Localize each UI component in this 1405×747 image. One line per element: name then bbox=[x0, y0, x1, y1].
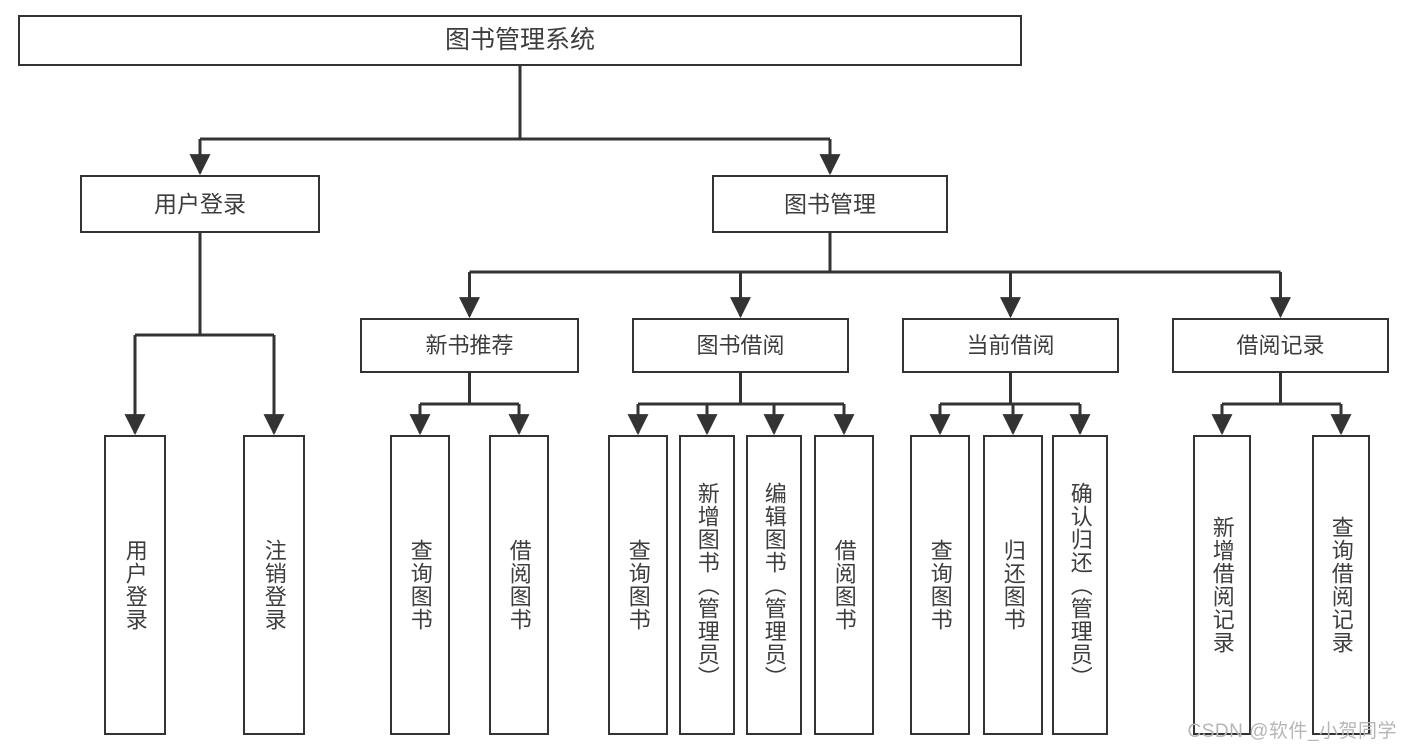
node-label: 归还图书 bbox=[1000, 539, 1026, 631]
node-label: 编辑图书（管理员） bbox=[761, 481, 787, 689]
node-label: 注销登录 bbox=[261, 539, 287, 631]
node-leaf-query-book-1[interactable]: 查询图书 bbox=[390, 435, 450, 735]
node-book-management[interactable]: 图书管理 bbox=[712, 175, 948, 233]
node-leaf-add-borrow-record[interactable]: 新增借阅记录 bbox=[1193, 435, 1251, 735]
node-current-borrow[interactable]: 当前借阅 bbox=[902, 318, 1119, 373]
node-leaf-query-book-3[interactable]: 查询图书 bbox=[910, 435, 970, 735]
node-borrow-record[interactable]: 借阅记录 bbox=[1172, 318, 1389, 373]
node-new-book-recommend[interactable]: 新书推荐 bbox=[360, 318, 579, 373]
edge-paths bbox=[124, 66, 1352, 436]
node-label: 图书借阅 bbox=[696, 332, 785, 358]
node-label: 确认归还（管理员） bbox=[1067, 481, 1093, 689]
node-book-borrow[interactable]: 图书借阅 bbox=[632, 318, 849, 373]
node-leaf-return-book[interactable]: 归还图书 bbox=[983, 435, 1043, 735]
node-label: 当前借阅 bbox=[966, 332, 1055, 358]
node-label: 新增图书（管理员） bbox=[694, 481, 720, 689]
node-label: 借阅图书 bbox=[831, 539, 857, 631]
node-label: 借阅记录 bbox=[1236, 332, 1325, 358]
node-user-login[interactable]: 用户登录 bbox=[80, 175, 320, 233]
node-leaf-borrow-book-1[interactable]: 借阅图书 bbox=[489, 435, 549, 735]
node-leaf-query-borrow-record[interactable]: 查询借阅记录 bbox=[1312, 435, 1370, 735]
node-label: 用户登录 bbox=[122, 539, 148, 631]
node-label: 新书推荐 bbox=[425, 332, 514, 358]
node-leaf-add-book-admin[interactable]: 新增图书（管理员） bbox=[679, 435, 735, 735]
node-label: 借阅图书 bbox=[506, 539, 532, 631]
node-leaf-confirm-return-admin[interactable]: 确认归还（管理员） bbox=[1052, 435, 1108, 735]
node-label: 新增借阅记录 bbox=[1209, 516, 1235, 654]
node-label: 图书管理系统 bbox=[444, 25, 595, 54]
node-root[interactable]: 图书管理系统 bbox=[18, 15, 1022, 66]
node-label: 查询借阅记录 bbox=[1328, 516, 1354, 654]
node-leaf-borrow-book-2[interactable]: 借阅图书 bbox=[814, 435, 874, 735]
node-label: 查询图书 bbox=[407, 539, 433, 631]
node-leaf-query-book-2[interactable]: 查询图书 bbox=[608, 435, 668, 735]
node-label: 用户登录 bbox=[154, 190, 246, 217]
node-leaf-logout[interactable]: 注销登录 bbox=[243, 435, 305, 735]
watermark-label: CSDN @软件_小贺同学 bbox=[1187, 721, 1397, 742]
node-leaf-edit-book-admin[interactable]: 编辑图书（管理员） bbox=[746, 435, 802, 735]
node-label: 查询图书 bbox=[927, 539, 953, 631]
node-label: 查询图书 bbox=[625, 539, 651, 631]
node-label: 图书管理 bbox=[784, 190, 876, 217]
node-leaf-user-login[interactable]: 用户登录 bbox=[104, 435, 166, 735]
